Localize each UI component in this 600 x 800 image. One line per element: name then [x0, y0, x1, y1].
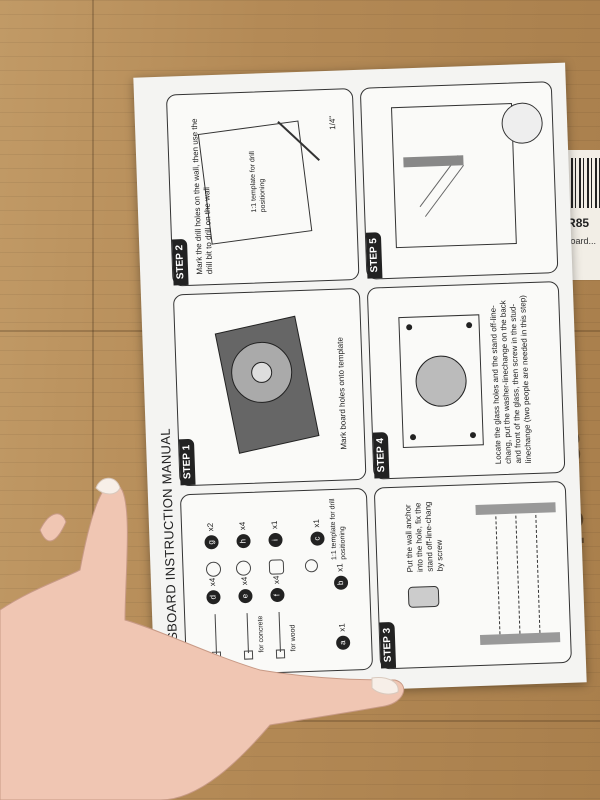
- step-4-illustration: [398, 314, 484, 449]
- cardboard-crease: [0, 720, 600, 722]
- step-1-illustration: [214, 315, 320, 454]
- step-3-illustration: [407, 502, 561, 645]
- hand: [0, 477, 405, 800]
- step-2-illustration: [197, 120, 320, 245]
- instruction-sheet: GLASSBOARD INSTRUCTION MANUAL d x4 e x4 …: [133, 62, 587, 698]
- sheet-content: GLASSBOARD INSTRUCTION MANUAL d x4 e x4 …: [140, 73, 581, 687]
- cardboard-crease: [92, 0, 94, 800]
- drill-size: 1/4": [327, 115, 338, 130]
- step-5-illustration: [391, 102, 543, 249]
- step-caption: Locate the glass holes and the stand off…: [488, 294, 534, 465]
- step-5-panel: STEP 5: [359, 81, 559, 280]
- step-3-panel: STEP 3 Put the wall anchor into the hole…: [373, 480, 572, 670]
- step-1-panel: STEP 1 Mark board holes onto template: [172, 287, 367, 487]
- step-2-panel: STEP 2 Mark the drill holes on the wall,…: [165, 88, 360, 287]
- step-4-panel: STEP 4 Locate the glass holes and the st…: [366, 281, 566, 480]
- hardware-illustration: [206, 559, 318, 661]
- parts-panel: d x4 e x4 for concrete f x4 for wood g x…: [179, 487, 374, 677]
- step-note: 1:1 template for drill positioning: [248, 151, 267, 213]
